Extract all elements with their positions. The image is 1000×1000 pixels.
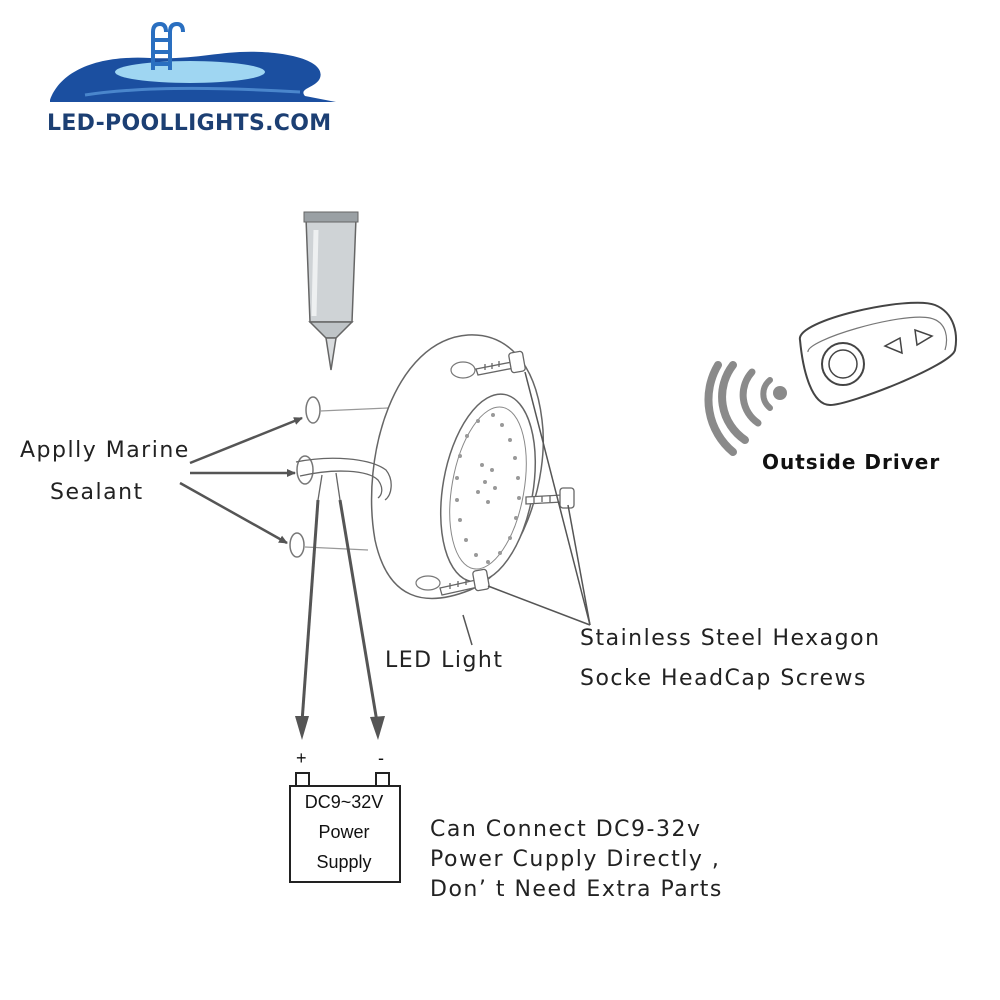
sealant-arrows <box>179 416 303 545</box>
power-supply-line1: DC9~32V <box>304 792 384 812</box>
outside-driver-label: Outside Driver <box>762 450 941 474</box>
screws-leader-lines <box>487 371 591 626</box>
note-line2: Power Cupply Directly , <box>430 847 721 872</box>
power-wire-arrows <box>295 499 385 740</box>
screw-middle <box>525 487 575 509</box>
wireless-signal-icon <box>704 361 787 456</box>
hex-screws <box>439 350 575 596</box>
plus-terminal-label: + <box>296 748 307 768</box>
right-arrow-icon <box>914 328 934 347</box>
screws-label-line1: Stainless Steel Hexagon <box>580 626 881 651</box>
sealant-tube-icon <box>303 211 359 371</box>
power-cable <box>295 457 392 501</box>
logo-text: LED-POOLLIGHTS.COM <box>47 111 332 136</box>
power-supply-line2: Power <box>318 822 370 842</box>
sealant-holes <box>289 396 321 558</box>
screw-top <box>475 350 526 376</box>
minus-terminal-label: - <box>378 748 384 768</box>
sealant-label-line2: Sealant <box>50 480 144 505</box>
left-arrow-icon <box>883 336 903 355</box>
logo-pool-graphic <box>50 21 336 102</box>
remote-driver-icon <box>799 301 957 407</box>
note-line3: Don’ t Need Extra Parts <box>430 877 723 902</box>
note-line1: Can Connect DC9-32v <box>430 817 702 842</box>
led-light-fixture <box>370 334 544 600</box>
power-supply-box <box>289 772 401 883</box>
led-light-leader-line <box>462 614 473 646</box>
sealant-label-line1: Applly Marine <box>20 438 190 463</box>
screws-label-line2: Socke HeadCap Screws <box>580 666 867 691</box>
led-light-label: LED Light <box>385 648 504 673</box>
power-supply-line3: Supply <box>316 852 372 872</box>
pool-ladder-icon <box>151 21 185 70</box>
screw-bottom <box>439 568 490 596</box>
